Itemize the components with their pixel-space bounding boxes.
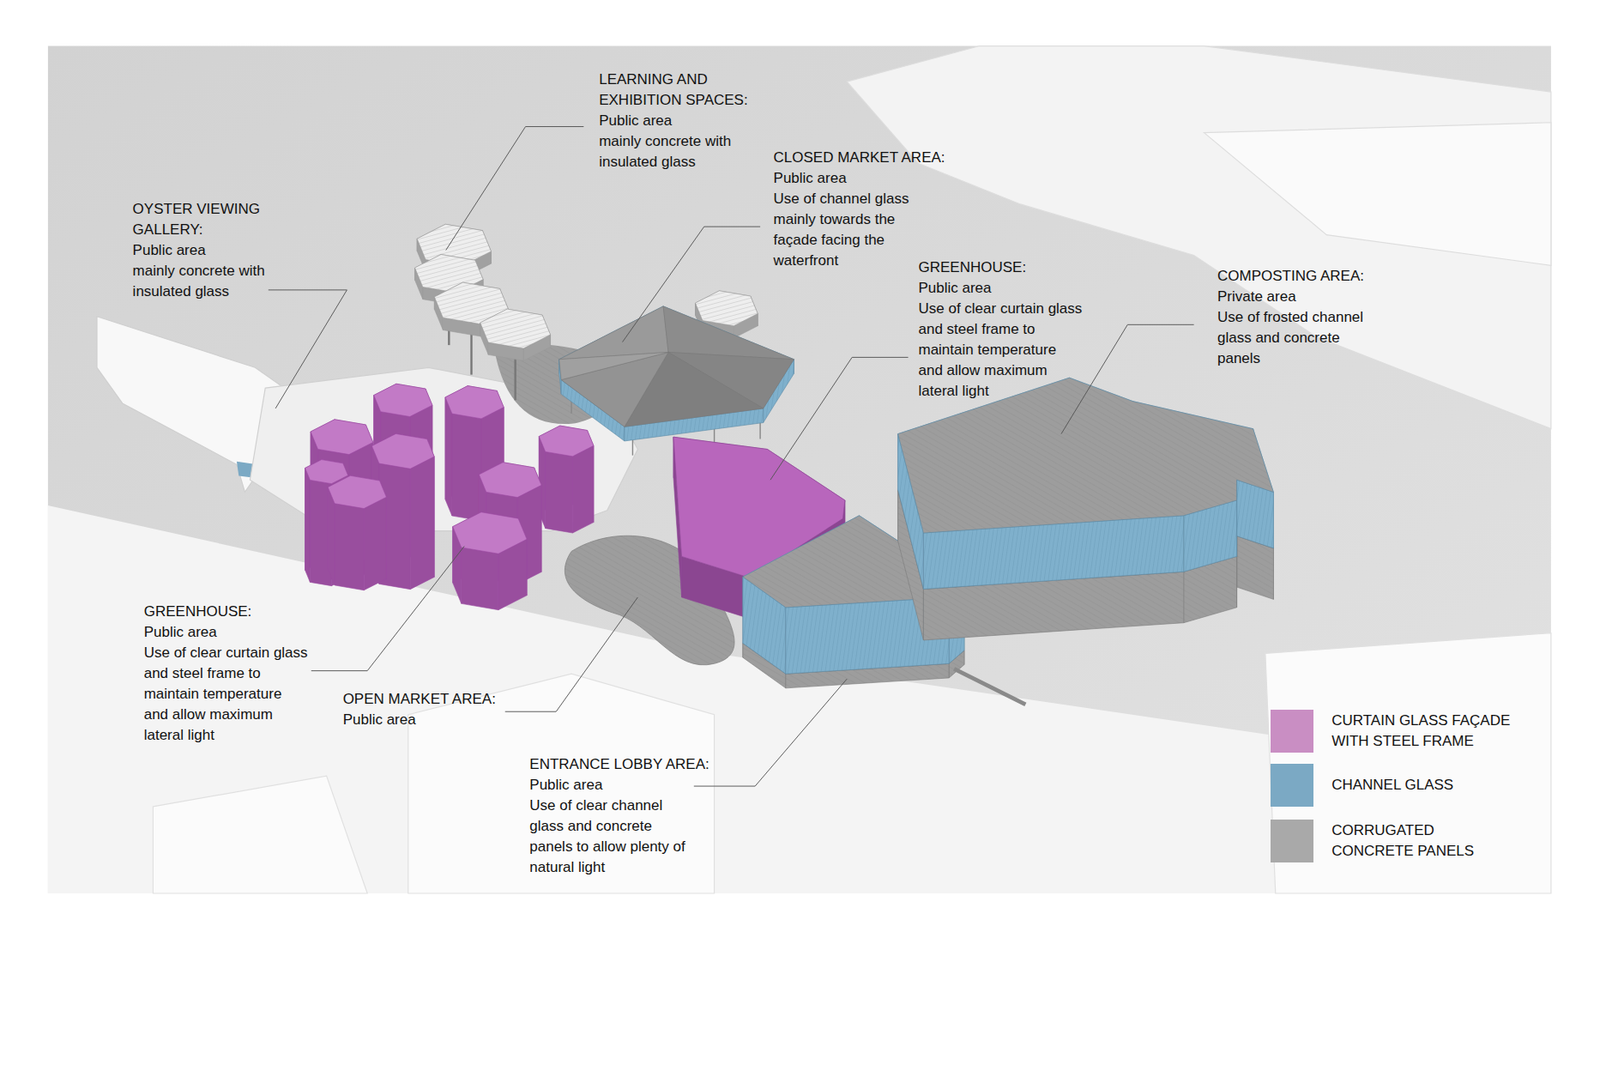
legend-swatch: [1270, 819, 1314, 863]
neighbour-building: [152, 775, 368, 894]
road: [48, 505, 1552, 894]
building-side: [573, 445, 594, 533]
building-roof: [374, 383, 433, 417]
callout-text: Public area: [773, 168, 946, 189]
callout-heading: ENTRANCE LOBBY AREA:: [529, 754, 731, 775]
building-side: [334, 503, 364, 591]
leader-line: [622, 226, 761, 342]
callout-heading: OPEN MARKET AREA:: [343, 688, 541, 710]
building-roof: [327, 475, 387, 508]
legend-text: CORRUGATED CONCRETE PANELS: [1331, 820, 1516, 862]
building-side: [445, 397, 453, 516]
building-roof: [695, 290, 759, 327]
legend-swatch: [1270, 709, 1314, 753]
building-roof: [559, 306, 795, 427]
building-roof: [452, 512, 527, 554]
building-roof: [310, 419, 374, 455]
callout-text: Use of clear curtain glass and steel fra…: [144, 642, 310, 746]
callout-text: Use of channel glass mainly towards the …: [773, 188, 927, 272]
building-side: [410, 456, 435, 590]
building-side: [461, 547, 499, 610]
building-roof: [371, 433, 435, 469]
neighbour-building: [1265, 633, 1552, 894]
illustration-part: [538, 425, 594, 533]
legend-text: CURTAIN GLASS FAÇADE WITH STEEL FRAME: [1331, 710, 1516, 752]
building-roof: [538, 425, 594, 457]
leader-lines: [268, 126, 1195, 787]
illustration-part: [898, 377, 1274, 589]
callout-text: Public area: [343, 709, 515, 731]
leader-line: [694, 678, 847, 786]
callout-text: mainly concrete with insulated glass: [598, 131, 762, 173]
pyramid-roof: [559, 306, 669, 360]
building-side: [452, 413, 482, 521]
callout-text: Public area: [132, 240, 305, 261]
callout-heading: LEARNING AND EXHIBITION SPACES:: [598, 69, 771, 111]
callout-heading: GREENHOUSE:: [144, 601, 316, 622]
callout-text: Use of frosted channel glass and concret…: [1217, 307, 1376, 369]
illustration-part: [559, 306, 795, 441]
legend-text: CHANNEL GLASS: [1331, 774, 1516, 796]
building-roof: [480, 308, 551, 349]
leader-line: [446, 126, 585, 251]
callout-heading: GREENHOUSE:: [917, 257, 1090, 278]
building-side: [305, 467, 311, 582]
neighbour-building: [846, 46, 1552, 429]
building-side: [545, 451, 574, 533]
building-roof: [898, 377, 1274, 533]
leader-line: [268, 289, 348, 409]
leader-line: [311, 545, 465, 671]
legend-swatch: [1270, 763, 1314, 807]
neighbour-building: [1204, 122, 1552, 266]
callout-text: Public area: [917, 277, 1090, 299]
illustration-part: [452, 512, 527, 610]
building-roof: [478, 462, 542, 498]
ramp: [953, 668, 1026, 705]
ground: [48, 46, 1552, 894]
leader-line: [1061, 324, 1195, 434]
pyramid-roof: [559, 351, 669, 380]
pyramid-roof: [663, 306, 794, 360]
callout-text: Public area: [529, 774, 701, 796]
building-side: [363, 496, 387, 591]
building-roof: [445, 386, 504, 419]
leader-line: [505, 597, 639, 712]
illustration-part: [480, 308, 551, 361]
callout-text: mainly concrete with insulated glass: [132, 260, 296, 302]
callout-heading: CLOSED MARKET AREA:: [773, 147, 959, 169]
illustration-part: [327, 475, 387, 590]
callout-text: Private area: [1217, 286, 1389, 308]
front-buildings: [673, 377, 1274, 705]
callout-heading: COMPOSTING AREA:: [1217, 265, 1407, 287]
callout-text: Public area: [598, 110, 771, 132]
building-side: [327, 487, 335, 586]
callout-text: Use of clear curtain glass and steel fra…: [917, 298, 1084, 402]
leader-line: [770, 356, 909, 480]
callout-text: Public area: [144, 621, 316, 643]
callout-heading: OYSTER VIEWING GALLERY:: [132, 199, 305, 241]
callout-text: Use of clear channel glass and concrete …: [529, 795, 692, 878]
